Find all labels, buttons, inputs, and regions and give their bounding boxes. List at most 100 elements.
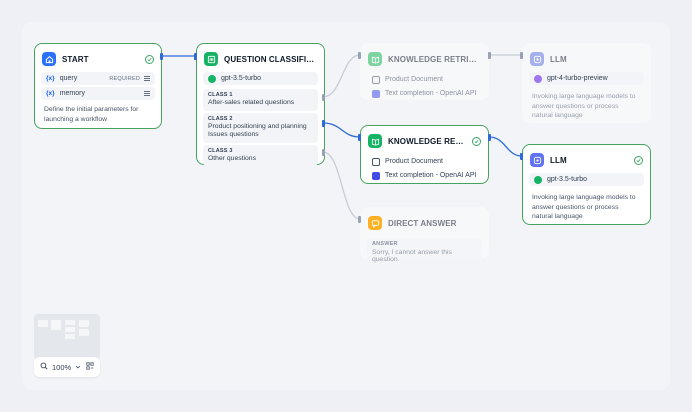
minimap[interactable]: [34, 314, 100, 360]
retrieval-1-title: KNOWLEDGE RETRIEVAL 1: [388, 54, 481, 64]
start-node-header: START: [39, 48, 157, 70]
document-icon: [372, 75, 380, 84]
required-badge: REQUIRED: [109, 75, 140, 82]
answer-label: ANSWER: [372, 241, 398, 247]
classifier-model[interactable]: gpt-3.5-turbo: [203, 72, 318, 85]
layout-icon[interactable]: [86, 362, 94, 372]
text-type-icon: [144, 76, 150, 81]
book-icon: [368, 134, 382, 148]
start-node[interactable]: START {x} query REQUIRED {x} memory Defi…: [34, 43, 162, 129]
answer-icon: [368, 216, 382, 230]
variable-icon: {x}: [46, 75, 55, 82]
chevron-down-icon[interactable]: [75, 363, 81, 372]
text-type-icon: [144, 91, 150, 96]
class-text: Product positioning and planning Issues …: [208, 122, 307, 139]
edge-retrieval2-llm2[interactable]: [488, 136, 523, 157]
classifier-node[interactable]: QUESTION CLASSIFIER gpt-3.5-turbo CLASS …: [194, 43, 325, 166]
folder-icon: [372, 171, 380, 180]
retrieval-1-mode: Text completion - OpenAI API: [367, 87, 482, 100]
folder-icon: [372, 89, 380, 98]
class-2-handle[interactable]: [322, 120, 325, 127]
llm-2-header: LLM: [527, 149, 646, 171]
llm-1-node[interactable]: LLM gpt-4-turbo-preview Invoking large l…: [522, 43, 651, 123]
openai-icon: [534, 74, 542, 83]
llm-2-model[interactable]: gpt-3.5-turbo: [529, 173, 644, 186]
minimap-node: [51, 320, 61, 330]
start-description: Define the initial parameters for launch…: [44, 106, 139, 123]
retrieval-2-output-handle[interactable]: [488, 134, 491, 141]
retrieval-1-node[interactable]: KNOWLEDGE RETRIEVAL 1 Product Document T…: [360, 43, 489, 100]
classifier-title: QUESTION CLASSIFIER: [224, 54, 317, 64]
llm-2-node[interactable]: LLM gpt-3.5-turbo Invoking large languag…: [522, 144, 651, 225]
variable-name: query: [59, 75, 78, 82]
edge-classifier-retrieval1[interactable]: [322, 54, 361, 98]
zoom-icon[interactable]: [40, 362, 48, 372]
retrieval-2-input-handle[interactable]: [358, 134, 361, 141]
retrieval-1-input-handle[interactable]: [358, 52, 361, 59]
zoom-level[interactable]: 100%: [52, 362, 72, 372]
llm-1-title: LLM: [550, 54, 567, 64]
minimap-node: [65, 327, 75, 332]
answer-text: Sorry, I cannot answer this question.: [372, 249, 452, 263]
edge-classifier-answer[interactable]: [322, 151, 361, 220]
variable-query[interactable]: {x} query REQUIRED: [41, 72, 155, 85]
llm-2-input-handle[interactable]: [520, 153, 523, 160]
edges-layer: [162, 54, 523, 220]
workflow-canvas[interactable]: START {x} query REQUIRED {x} memory Defi…: [22, 22, 670, 390]
minimap-node: [79, 320, 89, 327]
document-icon: [372, 157, 380, 166]
retrieval-2-dataset: Product Document: [367, 155, 482, 168]
model-name: gpt-3.5-turbo: [221, 75, 262, 82]
class-3[interactable]: CLASS 3 Other questions: [203, 144, 318, 166]
class-label: CLASS 1: [208, 92, 233, 98]
llm-icon: [530, 153, 544, 167]
class-1-handle[interactable]: [322, 94, 325, 101]
llm-1-description: Invoking large language models to answer…: [532, 93, 636, 119]
retrieval-1-output-handle[interactable]: [488, 52, 491, 59]
edge-classifier-retrieval2[interactable]: [322, 122, 361, 138]
openai-icon: [534, 175, 542, 184]
llm-1-input-handle[interactable]: [520, 52, 523, 59]
classifier-input-handle[interactable]: [194, 53, 197, 60]
zoom-controls: 100%: [34, 357, 100, 377]
retrieval-2-node[interactable]: KNOWLEDGE RETRIEVA... Product Document T…: [360, 125, 489, 184]
success-check-icon: [472, 136, 481, 146]
success-check-icon: [145, 54, 154, 64]
class-2[interactable]: CLASS 2 Product positioning and planning…: [203, 112, 318, 143]
home-icon: [42, 52, 56, 66]
retrieval-2-mode: Text completion - OpenAI API: [367, 169, 482, 182]
class-3-handle[interactable]: [322, 149, 325, 156]
direct-answer-node[interactable]: DIRECT ANSWER ANSWER Sorry, I cannot ans…: [360, 207, 489, 267]
mode-text: Text completion - OpenAI API: [385, 172, 477, 179]
variable-memory[interactable]: {x} memory: [41, 87, 155, 100]
class-label: CLASS 2: [208, 115, 233, 122]
class-1[interactable]: CLASS 1 After-sales related questions: [203, 89, 318, 111]
retrieval-1-dataset: Product Document: [367, 73, 482, 86]
retrieval-2-header: KNOWLEDGE RETRIEVA...: [365, 130, 484, 152]
llm-2-title: LLM: [550, 155, 567, 165]
dataset-name: Product Document: [385, 158, 443, 165]
model-name: gpt-4-turbo-preview: [547, 75, 608, 82]
start-output-handle[interactable]: [160, 53, 163, 60]
class-text: After-sales related questions: [208, 99, 295, 106]
llm-2-description: Invoking large language models to answer…: [532, 194, 636, 220]
direct-answer-header: DIRECT ANSWER: [365, 212, 484, 234]
mode-text: Text completion - OpenAI API: [385, 90, 477, 97]
retrieval-1-header: KNOWLEDGE RETRIEVAL 1: [365, 48, 484, 70]
minimap-node: [38, 320, 48, 327]
dataset-name: Product Document: [385, 76, 443, 83]
variable-name: memory: [59, 90, 85, 97]
minimap-node: [65, 320, 75, 325]
llm-icon: [530, 52, 544, 66]
direct-answer-title: DIRECT ANSWER: [388, 218, 457, 228]
book-icon: [368, 52, 382, 66]
retrieval-2-title: KNOWLEDGE RETRIEVA...: [388, 136, 468, 146]
llm-1-header: LLM: [527, 48, 646, 70]
llm-1-model[interactable]: gpt-4-turbo-preview: [529, 72, 644, 85]
minimap-node: [79, 329, 89, 336]
answer-box: ANSWER Sorry, I cannot answer this quest…: [367, 238, 482, 267]
direct-answer-input-handle[interactable]: [358, 216, 361, 223]
classifier-header: QUESTION CLASSIFIER: [201, 48, 320, 70]
openai-icon: [208, 74, 216, 83]
success-check-icon: [634, 155, 643, 165]
